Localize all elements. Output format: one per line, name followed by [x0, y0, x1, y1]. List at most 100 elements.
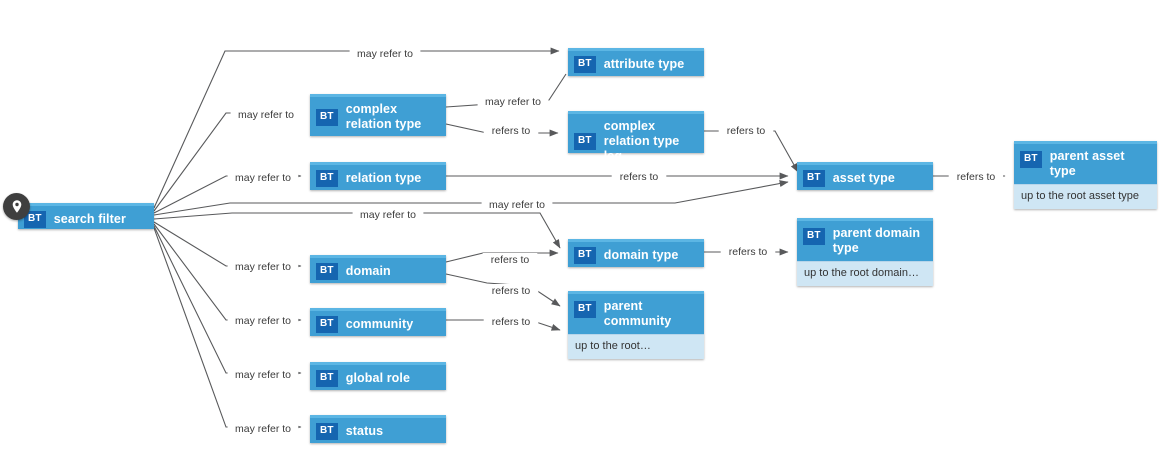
node-subtitle-parent-asset-type: up to the root asset type	[1014, 184, 1157, 209]
edge-label-sf-community: may refer to	[235, 315, 291, 327]
bt-badge-icon: BT	[316, 108, 338, 126]
node-header-complex-relation-type-leg: BT complex relation type leg	[568, 114, 704, 169]
edge-label-backdrop	[227, 422, 299, 436]
edge-label-backdrop	[948, 170, 1004, 184]
bt-badge-icon: BT	[316, 263, 338, 280]
node-label-search-filter: search filter	[53, 212, 126, 226]
node-header-parent-community: BT parent community	[568, 294, 704, 334]
node-label-global-role: global role	[345, 371, 411, 385]
edge-label-backdrop	[483, 284, 539, 298]
node-label-parent-community: parent community	[603, 299, 672, 328]
edge-label-backdrop	[611, 170, 667, 184]
node-label-relation-type: relation type	[345, 171, 422, 185]
node-label-domain-type: domain type	[603, 248, 679, 262]
edge-crtleg-asset-type	[704, 130, 799, 173]
node-header-complex-relation-type: BT complex relation type	[310, 97, 446, 137]
node-header-search-filter: BT search filter	[18, 206, 154, 233]
node-subtitle-parent-domain-type: up to the root domain…	[797, 261, 933, 286]
edge-label-sf-domain-type: may refer to	[360, 209, 416, 221]
node-header-status: BT status	[310, 418, 446, 445]
node-header-parent-asset-type: BT parent asset type	[1014, 144, 1157, 184]
edge-sf-domain-type	[153, 212, 561, 249]
node-domain-type[interactable]: BT domain type	[568, 239, 704, 267]
edge-label-backdrop	[349, 47, 421, 61]
edge-label-crt-attribute-type: may refer to	[485, 96, 541, 108]
edge-label-dom-parent-community: refers to	[492, 285, 531, 297]
edge-label-backdrop	[720, 245, 776, 259]
node-label-complex-relation-type: complex relation type	[345, 102, 422, 131]
node-header-attribute-type: BT attribute type	[568, 51, 704, 78]
node-header-global-role: BT global role	[310, 365, 446, 392]
edge-label-backdrop	[352, 208, 424, 222]
bt-badge-icon: BT	[24, 211, 46, 228]
edge-label-sf-attribute-type: may refer to	[357, 48, 413, 60]
node-label-parent-asset-type: parent asset type	[1049, 149, 1125, 178]
edge-label-rt-asset-type: refers to	[620, 171, 659, 183]
node-search-filter[interactable]: BT search filter	[18, 203, 154, 229]
edge-sf-global-role	[153, 225, 302, 377]
node-complex-relation-type-leg[interactable]: BT complex relation type leg	[568, 111, 704, 163]
edge-label-crtleg-asset-type: refers to	[727, 125, 766, 137]
edge-label-crt-crtleg: refers to	[492, 125, 531, 137]
edge-label-at-parent-asset-type: refers to	[957, 171, 996, 183]
edge-sf-domain	[153, 221, 302, 270]
node-complex-relation-type[interactable]: BT complex relation type	[310, 94, 446, 136]
node-label-domain: domain	[345, 264, 391, 278]
edge-label-com-parent-community: refers to	[492, 316, 531, 328]
node-subtitle-parent-community: up to the root…	[568, 334, 704, 359]
edge-label-sf-global-role: may refer to	[235, 369, 291, 381]
edge-label-backdrop	[483, 124, 539, 138]
edge-label-sf-domain: may refer to	[235, 261, 291, 273]
bt-badge-icon: BT	[1020, 151, 1042, 168]
node-header-domain-type: BT domain type	[568, 242, 704, 269]
bt-badge-icon: BT	[316, 370, 338, 387]
edge-label-backdrop	[227, 314, 299, 328]
node-parent-asset-type[interactable]: BT parent asset type up to the root asset …	[1014, 141, 1157, 209]
edge-sf-relation-type	[153, 172, 302, 214]
edge-label-sf-relation-type: may refer to	[235, 172, 291, 184]
node-label-attribute-type: attribute type	[603, 57, 685, 71]
edge-sf-community	[153, 223, 302, 324]
bt-badge-icon: BT	[574, 56, 596, 73]
node-asset-type[interactable]: BT asset type	[797, 162, 933, 190]
node-label-status: status	[345, 424, 384, 438]
edge-sf-complex-relation-type	[153, 109, 301, 212]
node-parent-community[interactable]: BT parent community up to the root…	[568, 291, 704, 359]
node-label-asset-type: asset type	[832, 171, 895, 185]
edge-com-parent-community	[446, 319, 561, 331]
edge-label-backdrop	[718, 124, 774, 138]
node-header-asset-type: BT asset type	[797, 165, 933, 192]
edge-label-backdrop	[483, 315, 539, 329]
edge-label-backdrop	[482, 253, 538, 267]
bt-badge-icon: BT	[574, 301, 596, 318]
map-pin-icon	[3, 193, 30, 220]
node-label-complex-relation-type-leg: complex relation type leg	[603, 119, 680, 163]
bt-badge-icon: BT	[803, 170, 825, 187]
bt-badge-icon: BT	[574, 133, 596, 150]
edge-label-backdrop	[227, 171, 299, 185]
node-label-parent-domain-type: parent domain type	[832, 226, 921, 255]
edge-crt-crtleg	[445, 123, 559, 137]
node-status[interactable]: BT status	[310, 415, 446, 443]
bt-badge-icon: BT	[574, 247, 596, 264]
node-relation-type[interactable]: BT relation type	[310, 162, 446, 190]
node-label-community: community	[345, 317, 414, 331]
node-domain[interactable]: BT domain	[310, 255, 446, 283]
node-header-relation-type: BT relation type	[310, 165, 446, 192]
bt-badge-icon: BT	[316, 170, 338, 187]
edge-label-backdrop	[227, 368, 299, 382]
edge-label-dt-parent-domain-type: refers to	[729, 246, 768, 258]
edge-dom-parent-community	[445, 273, 561, 307]
bt-badge-icon: BT	[316, 423, 338, 440]
node-attribute-type[interactable]: BT attribute type	[568, 48, 704, 76]
edge-label-backdrop	[227, 260, 299, 274]
edge-label-sf-status: may refer to	[235, 423, 291, 435]
edge-label-sf-complex-relation-type: may refer to	[238, 109, 294, 121]
edge-label-sf-asset-type: may refer to	[489, 199, 545, 211]
edge-crt-attribute-type	[445, 73, 567, 108]
node-global-role[interactable]: BT global role	[310, 362, 446, 390]
